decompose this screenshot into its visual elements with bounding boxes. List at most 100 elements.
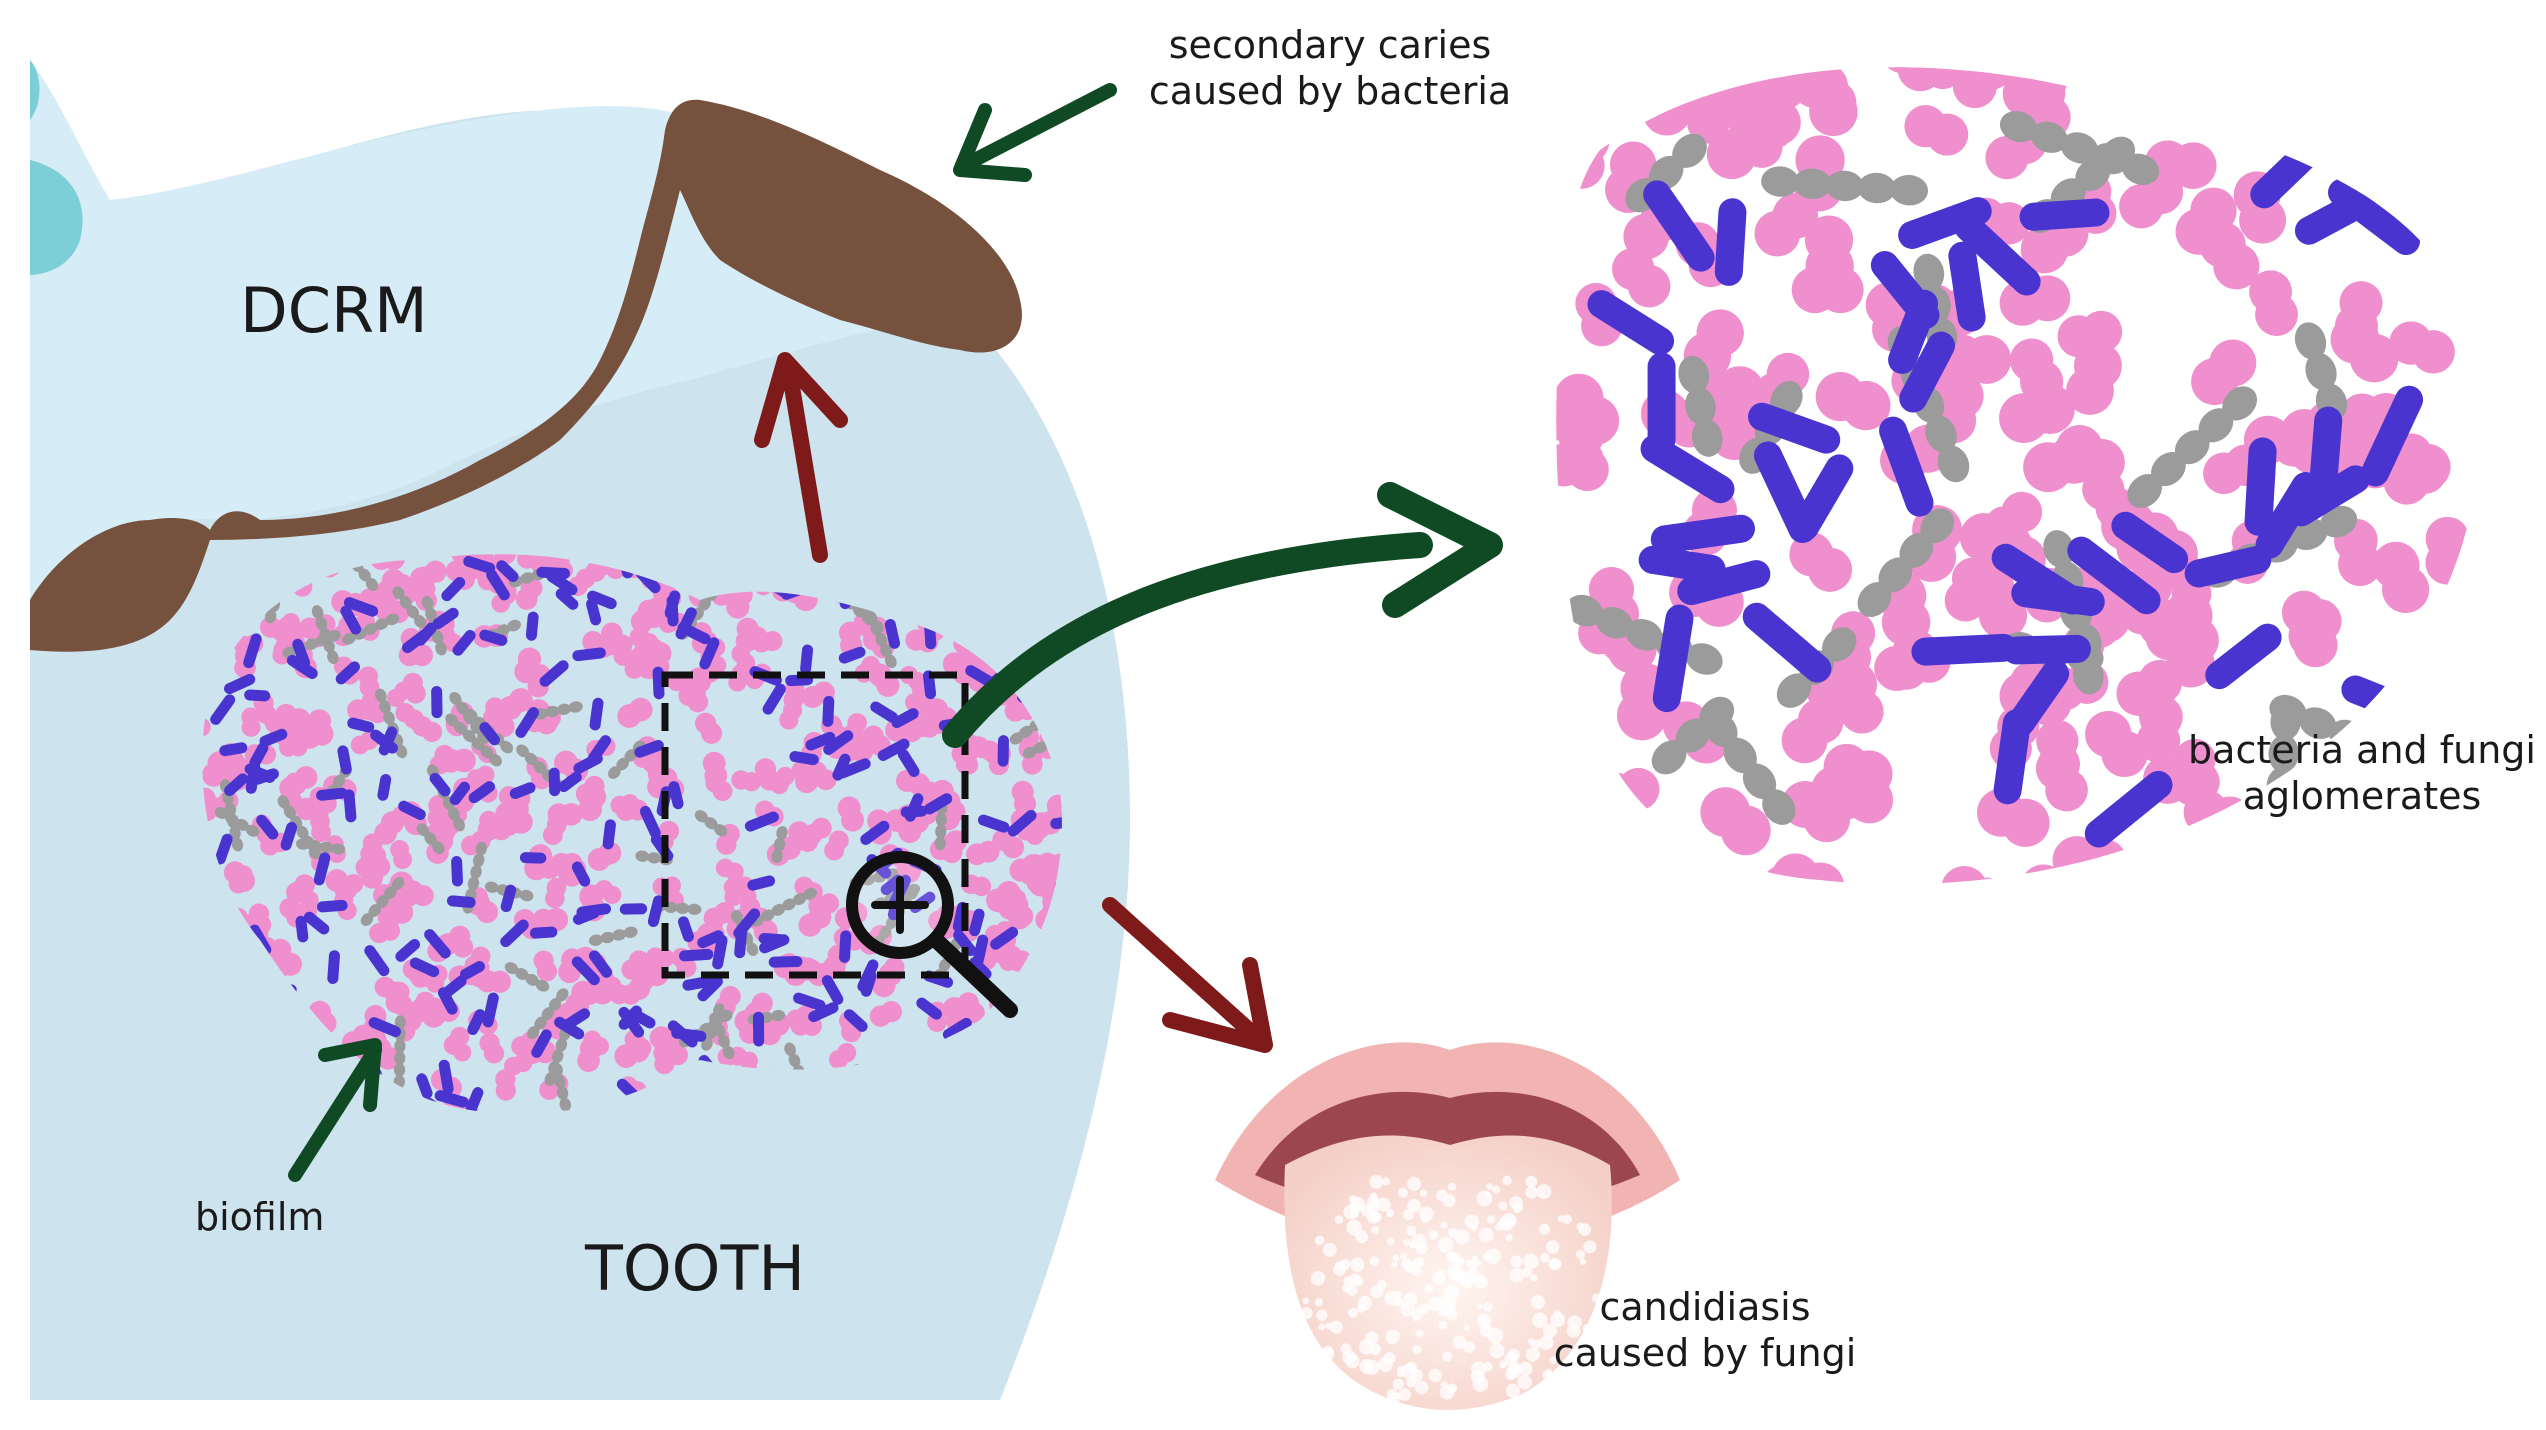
bacillus-blue bbox=[969, 908, 985, 937]
bacillus-blue bbox=[561, 1008, 591, 1031]
bacillus-blue bbox=[571, 956, 600, 986]
fungi-grey-chain bbox=[527, 988, 569, 1040]
coccus-pink bbox=[545, 877, 567, 909]
tongue-spot bbox=[1507, 1348, 1520, 1362]
tongue-spot bbox=[1545, 1368, 1553, 1376]
bacillus-blue bbox=[836, 758, 871, 779]
bacillus-blue bbox=[525, 611, 539, 641]
fungi-grey-chain bbox=[1625, 133, 1707, 213]
bacillus-blue bbox=[666, 595, 679, 627]
tongue-spot bbox=[1428, 1230, 1439, 1240]
tongue-spot bbox=[1464, 1214, 1480, 1229]
coccus-pink bbox=[869, 1000, 903, 1027]
tongue-spot bbox=[1409, 1241, 1417, 1249]
tongue-spot bbox=[1489, 1342, 1505, 1359]
tongue-spot bbox=[1478, 1227, 1494, 1243]
bacillus-blue bbox=[587, 735, 612, 764]
bacillus-blue bbox=[463, 555, 496, 574]
fungi-grey-chain bbox=[2127, 386, 2258, 509]
coccus-pink bbox=[2249, 270, 2298, 336]
bacillus-blue bbox=[536, 566, 571, 579]
tongue-spot bbox=[1491, 1185, 1501, 1194]
tongue-spot bbox=[1525, 1347, 1540, 1362]
tongue-spot bbox=[1385, 1329, 1400, 1345]
bacillus-blue bbox=[860, 820, 890, 845]
coccus-pink bbox=[806, 762, 837, 791]
tongue-spot bbox=[1329, 1320, 1343, 1334]
coccus-pink bbox=[868, 663, 900, 697]
bacillus-blue bbox=[2019, 198, 2110, 231]
tongue-spot bbox=[1348, 1307, 1358, 1318]
bacillus-blue bbox=[843, 1009, 868, 1032]
tongue-spot bbox=[1532, 1312, 1548, 1328]
bacillus-blue bbox=[2011, 579, 2105, 616]
tongue-spot bbox=[1452, 1253, 1461, 1261]
coccus-pink bbox=[2297, 825, 2343, 885]
tongue-spot bbox=[1439, 1384, 1455, 1400]
bacillus-blue bbox=[1643, 180, 1715, 272]
bacillus-blue bbox=[295, 915, 309, 943]
tongue-spot bbox=[1415, 1380, 1429, 1395]
tongue-spot bbox=[1437, 1268, 1445, 1276]
bacillus-blue bbox=[1007, 809, 1037, 837]
tongue-spot bbox=[1407, 1176, 1422, 1191]
coccus-pink bbox=[479, 1032, 505, 1064]
tongue-spot bbox=[1518, 1361, 1533, 1376]
coccus-pink bbox=[1556, 773, 1593, 835]
coccus-pink bbox=[2036, 719, 2080, 786]
coccus-pink bbox=[731, 770, 762, 792]
bacillus-blue bbox=[555, 588, 579, 610]
tongue-spot bbox=[1495, 1222, 1504, 1231]
tongue-spot bbox=[1386, 1237, 1395, 1246]
bacillus-blue bbox=[618, 1005, 642, 1030]
bacillus-blue bbox=[2067, 536, 2161, 615]
coccus-pink bbox=[495, 797, 529, 825]
coccus-pink bbox=[1845, 750, 1893, 824]
coccus-pink bbox=[578, 784, 607, 822]
fungi-grey-chain bbox=[1999, 110, 2160, 185]
bacillus-blue bbox=[259, 728, 288, 747]
fungi-grey-chain bbox=[1857, 508, 1955, 618]
arrow-up-red-icon bbox=[754, 352, 848, 563]
coccus-pink bbox=[390, 840, 413, 870]
tongue-spot bbox=[1408, 1367, 1418, 1376]
bacillus-blue bbox=[316, 787, 348, 801]
coccus-pink bbox=[374, 976, 406, 1003]
bacillus-blue bbox=[916, 997, 942, 1020]
bacillus-blue bbox=[1790, 454, 1854, 541]
bacillus-blue bbox=[572, 907, 600, 925]
tongue-spot bbox=[1388, 1392, 1401, 1405]
tongue-spot bbox=[1334, 1215, 1344, 1224]
bacillus-blue bbox=[744, 811, 779, 832]
fungi-grey-chain bbox=[771, 825, 788, 864]
tongue-spot bbox=[1400, 1252, 1408, 1260]
coccus-pink bbox=[202, 717, 211, 737]
bacillus-blue bbox=[953, 929, 977, 957]
coccus-pink bbox=[828, 1043, 857, 1070]
bacillus-blue bbox=[571, 861, 591, 887]
tongue-spot bbox=[1376, 1279, 1387, 1290]
tongue-spot bbox=[1486, 1183, 1493, 1190]
bacillus-blue bbox=[965, 665, 995, 687]
caries-shape bbox=[30, 99, 1022, 652]
coccus-pink bbox=[281, 613, 306, 641]
tongue-spot bbox=[1485, 1248, 1501, 1265]
tongue-spot bbox=[1525, 1186, 1538, 1199]
tongue-spot bbox=[1557, 1215, 1565, 1223]
coccus-pink bbox=[445, 1036, 472, 1062]
coccus-pink bbox=[378, 900, 414, 928]
coccus-pink bbox=[1556, 400, 1600, 451]
tongue-spot bbox=[1398, 1388, 1412, 1401]
tongue-spot bbox=[1562, 1214, 1572, 1225]
arrow-to-mouth-red-icon bbox=[1102, 897, 1273, 1053]
bacillus-blue bbox=[671, 1027, 707, 1042]
coccus-pink bbox=[614, 1038, 650, 1068]
bacillus-blue bbox=[459, 961, 485, 980]
tongue-spot bbox=[1441, 1351, 1453, 1362]
bacillus-blue bbox=[449, 781, 471, 806]
bacillus-blue bbox=[699, 637, 720, 670]
bacillus-blue bbox=[409, 957, 440, 978]
coccus-pink bbox=[1009, 854, 1045, 882]
coccus-pink bbox=[2145, 612, 2219, 665]
fungi-grey-chain bbox=[416, 823, 445, 855]
